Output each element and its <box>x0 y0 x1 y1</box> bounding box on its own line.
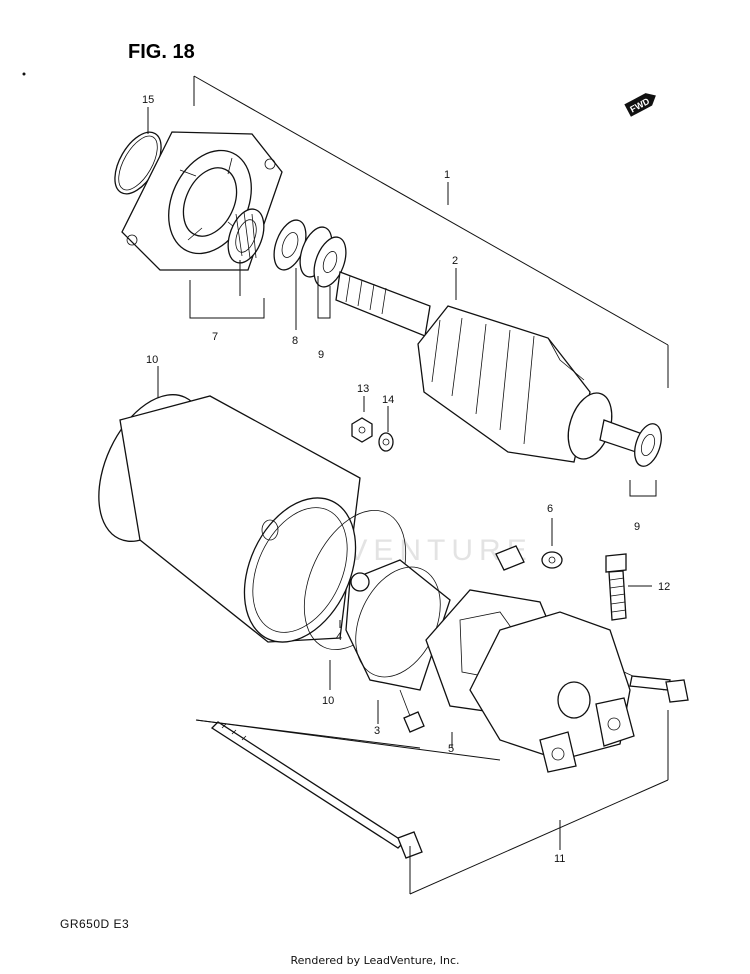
rear-end-cover <box>469 611 665 773</box>
callout-3: 3 <box>374 725 380 737</box>
callout-4: 4 <box>336 631 342 643</box>
part-2-armature <box>335 271 649 463</box>
callout-1: 1 <box>444 169 450 181</box>
figure-title: FIG. 18 <box>128 41 195 63</box>
part-14-washer <box>378 432 394 452</box>
callout-9: 9 <box>318 349 324 361</box>
callout-7: 7 <box>212 331 218 343</box>
callout-13: 13 <box>357 383 369 395</box>
callout-2: 2 <box>452 255 458 267</box>
callout-14: 14 <box>382 394 394 406</box>
part-9-washers <box>299 226 347 288</box>
callout-5: 5 <box>448 743 454 755</box>
part-3-brush-holder <box>345 559 451 733</box>
callout-8: 8 <box>292 335 298 347</box>
model-code: GR650D E3 <box>60 917 129 931</box>
callout-11: 11 <box>554 853 565 865</box>
part-13-nut <box>351 417 373 443</box>
callout-labels: 15 1 2 7 8 9 10 13 14 9 6 12 4 10 3 5 11 <box>142 94 670 865</box>
fwd-arrow-icon: FWD <box>624 93 656 117</box>
part-7-bearing <box>227 208 265 264</box>
callout-10-top: 10 <box>146 354 158 366</box>
part-12-screw <box>605 553 627 621</box>
callout-6: 6 <box>547 503 553 515</box>
callout-9-rear: 9 <box>634 521 640 533</box>
leader-lines <box>157 182 657 850</box>
callout-11-bracket <box>195 710 669 895</box>
callout-10-bottom: 10 <box>322 695 334 707</box>
callout-12: 12 <box>658 581 670 593</box>
part-11-through-bolts <box>210 675 689 859</box>
footer-credit: Rendered by LeadVenture, Inc. <box>290 954 460 967</box>
part-9-rear-washer <box>634 423 662 467</box>
part-10-yoke <box>98 394 361 643</box>
callout-15: 15 <box>142 94 154 106</box>
callout-1-bracket <box>193 75 669 388</box>
part-6-terminal <box>541 551 563 569</box>
